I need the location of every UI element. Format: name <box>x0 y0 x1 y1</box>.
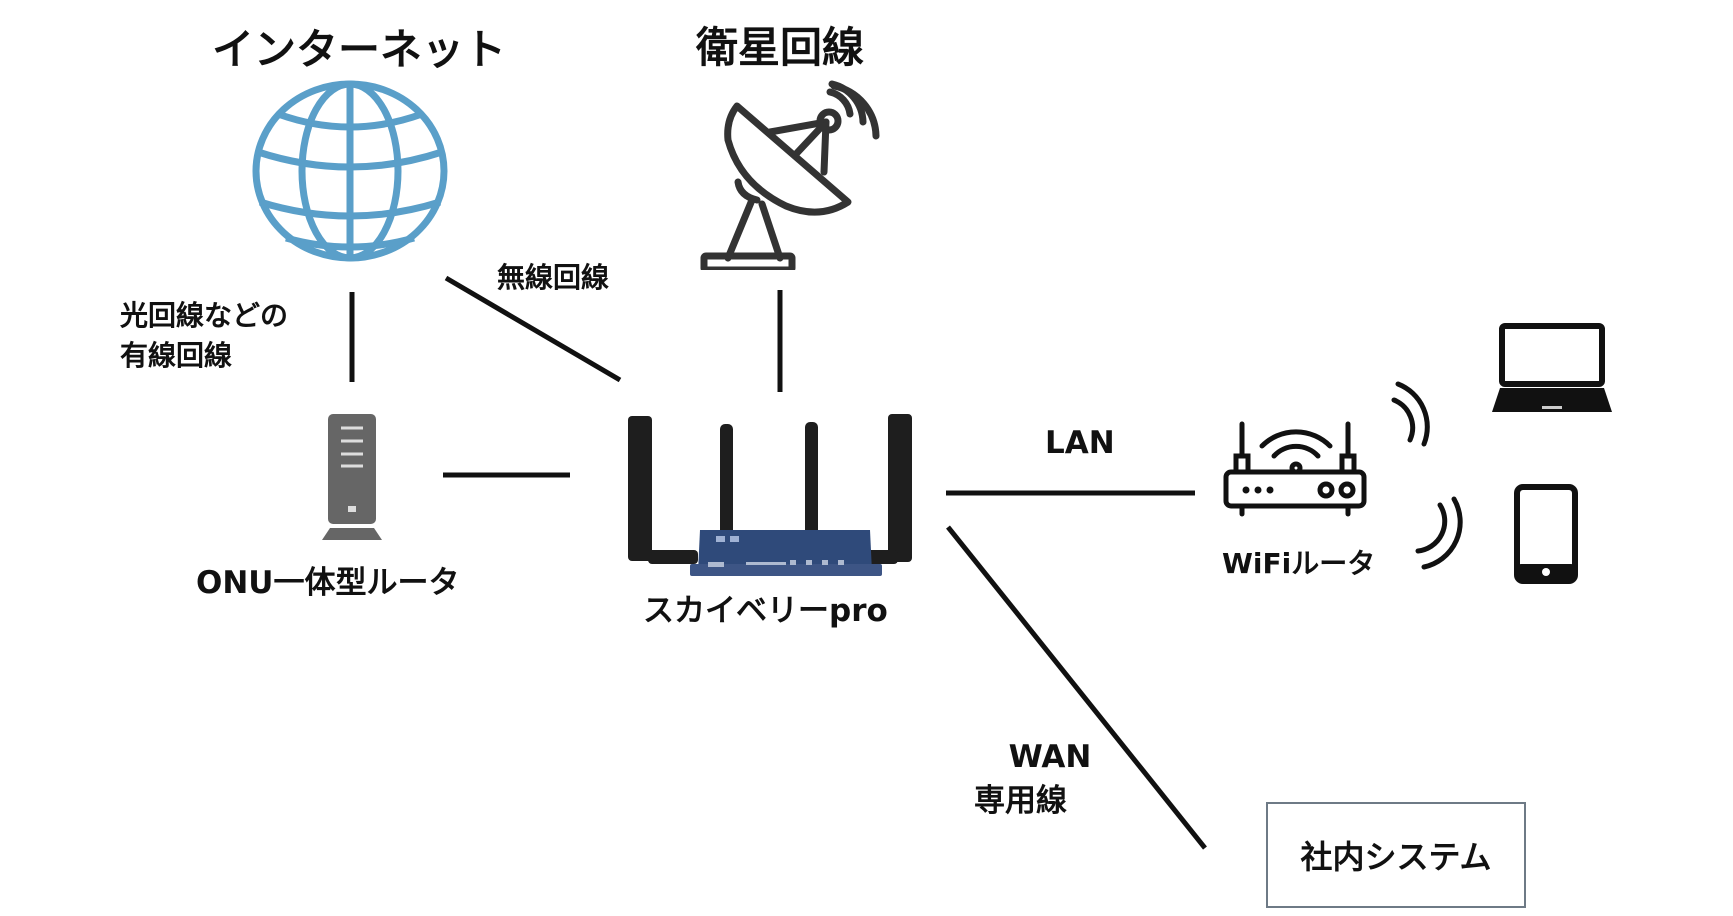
laptop-icon <box>1492 323 1612 412</box>
satellite-dish-icon <box>700 80 880 270</box>
wired-line-label-1: 光回線などの <box>120 299 289 332</box>
wifi-signal-icon <box>1391 381 1430 447</box>
globe-icon <box>252 80 448 262</box>
internal-system-label: 社内システム <box>1300 838 1492 876</box>
onu-router-label: ONU一体型ルータ <box>196 565 460 601</box>
wired-line-label-2: 有線回線 <box>120 339 233 372</box>
internal-system-box: 社内システム <box>1266 802 1526 908</box>
tablet-icon <box>1514 484 1578 584</box>
wifi-router-label: WiFiルータ <box>1222 547 1376 580</box>
wifi-signal-icon <box>1415 496 1463 570</box>
wan-line-label-2: 専用線 <box>974 783 1067 819</box>
lan-line-label: LAN <box>1045 425 1115 461</box>
satellite-label: 衛星回線 <box>696 23 865 72</box>
skyberry-label: スカイベリーpro <box>643 593 888 629</box>
wireless-line-label: 無線回線 <box>497 261 610 294</box>
wan-line <box>946 525 1207 850</box>
internet-label: インターネット <box>212 25 507 74</box>
4g-router-device-icon <box>628 414 912 576</box>
server-tower-icon <box>322 414 382 540</box>
wan-line-label-1: WAN <box>1008 739 1092 775</box>
wireless-line <box>444 275 622 383</box>
wifi-router-icon <box>1223 421 1367 517</box>
